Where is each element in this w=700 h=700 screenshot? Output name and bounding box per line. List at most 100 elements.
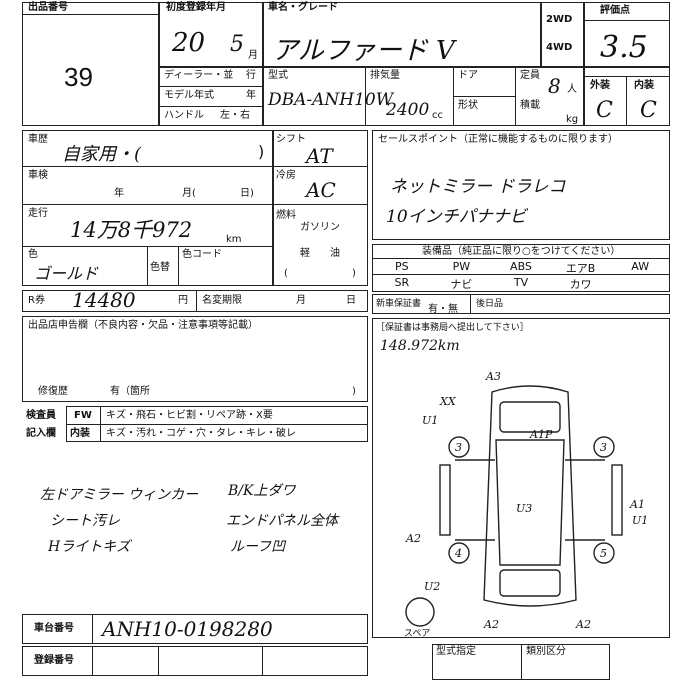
color-code-label: 色コード <box>182 249 222 260</box>
repair-value: 有（箇所 <box>110 386 150 397</box>
equipment-item: ナビ <box>450 278 473 291</box>
capacity-value: 8 <box>548 74 561 98</box>
diagram-mark-a2-right: A2 <box>575 618 591 631</box>
spare-label: スペア <box>404 629 431 639</box>
divider <box>158 66 670 68</box>
displacement-label: 排気量 <box>370 70 400 81</box>
equipment-item: SR <box>394 276 410 289</box>
car-name-value: アルファード V <box>272 36 455 66</box>
divider <box>365 66 366 126</box>
plate-row <box>22 646 368 676</box>
report-label: 出品店申告欄（不良内容・欠品・注意事項等記載） <box>28 320 258 331</box>
diagram-mark-a2-left: A2 <box>405 532 421 545</box>
shape-label: 形状 <box>458 100 478 111</box>
note-right-1: B/K上ダワ <box>228 483 296 499</box>
records-label: ［保証書は事務局へ提出して下さい］ <box>376 323 529 333</box>
model-year-label: モデル年式 <box>164 90 214 101</box>
equipment-label: 装備品（純正品に限り○をつけてください） <box>422 246 621 257</box>
form-top-section <box>22 2 670 126</box>
registration-month: 5 <box>230 32 244 57</box>
displacement-unit: cc <box>432 110 443 121</box>
name-change-day: 日 <box>346 295 356 306</box>
divider <box>158 86 263 87</box>
repair-close: ) <box>352 386 356 397</box>
interior-label: 内装 <box>634 80 654 91</box>
equipment-section <box>372 244 670 292</box>
divider <box>626 76 627 126</box>
fuel-oil: 油 <box>330 248 340 259</box>
mileage-value: 14万8千972 <box>70 218 193 242</box>
diagram-mark-a3: A3 <box>485 370 501 383</box>
exterior-grade: C <box>596 98 613 123</box>
divider <box>272 130 274 286</box>
ac-value: AC <box>306 178 336 202</box>
exterior-label: 外装 <box>590 80 610 91</box>
warranty-label: 新車保証書 <box>376 299 422 309</box>
history-label: 車歴 <box>28 134 48 145</box>
drive-2wd: 2WD <box>546 14 573 25</box>
divider <box>196 290 197 312</box>
color-label: 色 <box>28 249 38 260</box>
divider <box>262 2 264 126</box>
divider <box>583 2 585 126</box>
after-goods-label: 後日品 <box>476 299 504 309</box>
registration-year: 20 <box>172 28 206 58</box>
recycle-row <box>22 290 368 312</box>
car-name-label: 車名・グレード <box>268 2 338 13</box>
note-left-1: 左ドアミラー ウィンカー <box>40 487 199 503</box>
diagram-mark-a1p: A1P <box>529 428 553 441</box>
class-label: 類別区分 <box>526 646 566 657</box>
model-year-suffix: 年 <box>246 90 256 101</box>
divider <box>583 20 670 21</box>
recycle-unit: 円 <box>178 295 188 306</box>
repair-label: 修復歴 <box>38 386 68 397</box>
sales-line-1: ネットミラー ドラレコ <box>390 177 566 197</box>
capacity-unit: 人 <box>567 84 577 95</box>
warranty-section <box>372 294 670 314</box>
divider <box>66 424 368 425</box>
displacement-value: 2400 <box>386 100 430 120</box>
plate-label: 登録番号 <box>34 655 74 666</box>
note-right-3: ルーフ凹 <box>230 539 286 555</box>
equipment-item: PS <box>394 260 409 273</box>
divider <box>92 614 93 644</box>
circled-4: 4 <box>454 547 462 560</box>
chassis-label: 車台番号 <box>34 623 74 634</box>
equipment-item: カワ <box>569 278 592 291</box>
shift-label: シフト <box>276 134 306 145</box>
circled-5: 5 <box>600 547 607 560</box>
circled-3-right: 3 <box>600 441 607 454</box>
inspector-label-1: 検査員 <box>26 410 56 421</box>
diagram-mark-u3: U3 <box>516 502 532 515</box>
recycle-label: R券 <box>28 295 45 306</box>
mileage-unit: km <box>226 234 242 245</box>
fuel-gas: ガソリン <box>300 222 340 233</box>
lot-number: 39 <box>64 62 93 92</box>
lot-number-label: 出品番号 <box>28 2 68 13</box>
inspector-interior-items: キズ・汚れ・コゲ・穴・タレ・キレ・破レ <box>106 428 296 439</box>
drive-4wd: 4WD <box>546 42 573 53</box>
equipment-item: TV <box>513 276 529 289</box>
load-unit: kg <box>566 114 579 125</box>
divider <box>262 646 263 676</box>
inspector-fw: FW <box>74 410 92 421</box>
recycle-value: 14480 <box>72 288 136 312</box>
inspection-year: 年 <box>114 188 124 199</box>
note-left-2: シート汚レ <box>50 513 120 529</box>
fuel-label: 燃料 <box>276 210 296 221</box>
divider <box>22 14 158 15</box>
divider <box>22 166 273 167</box>
shift-value: AT <box>306 144 333 168</box>
equipment-item: ABS <box>510 260 532 273</box>
inspection-day: 日) <box>240 188 254 199</box>
divider <box>540 2 542 66</box>
divider <box>158 646 159 676</box>
chassis-value: ANH10-0198280 <box>102 617 273 641</box>
diagram-mark-u1-left: U1 <box>422 414 438 427</box>
report-section <box>22 316 368 402</box>
fuel-paren-open: ( <box>284 268 288 279</box>
diagram-mark-a2-bottom: A2 <box>483 618 499 631</box>
color-swap-label: 色替 <box>150 262 170 273</box>
divider <box>92 646 93 676</box>
